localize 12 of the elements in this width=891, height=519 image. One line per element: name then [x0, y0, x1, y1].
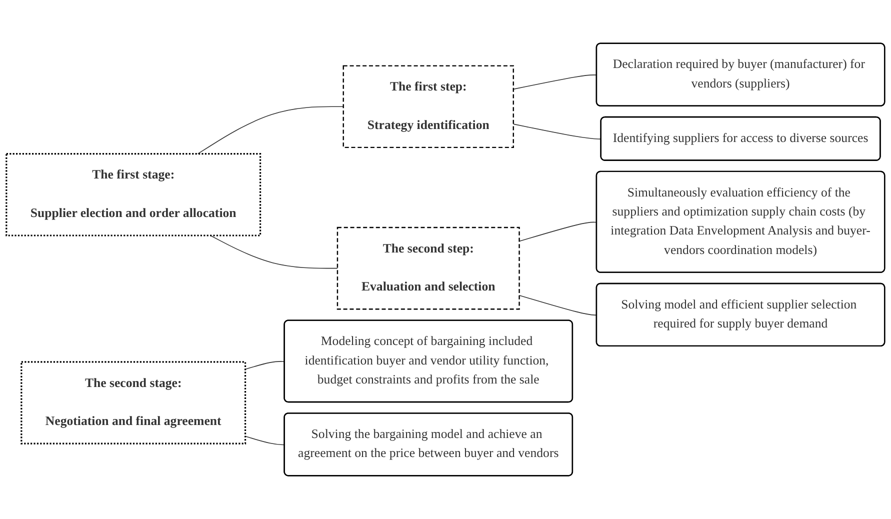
connector [197, 106, 344, 154]
connector [244, 361, 286, 370]
connector [512, 74, 598, 90]
connector [244, 436, 286, 446]
connector [518, 294, 598, 316]
node-box: The second stage: Negotiation and final agreement [20, 361, 246, 444]
node-box: The second step: Evaluation and selection [336, 226, 520, 310]
connector [210, 235, 338, 269]
node-box: The first step: Strategy identification [342, 65, 514, 148]
connector [518, 222, 598, 242]
connector [512, 124, 602, 140]
node-box: The first stage: Supplier election and order allocation [6, 153, 262, 236]
